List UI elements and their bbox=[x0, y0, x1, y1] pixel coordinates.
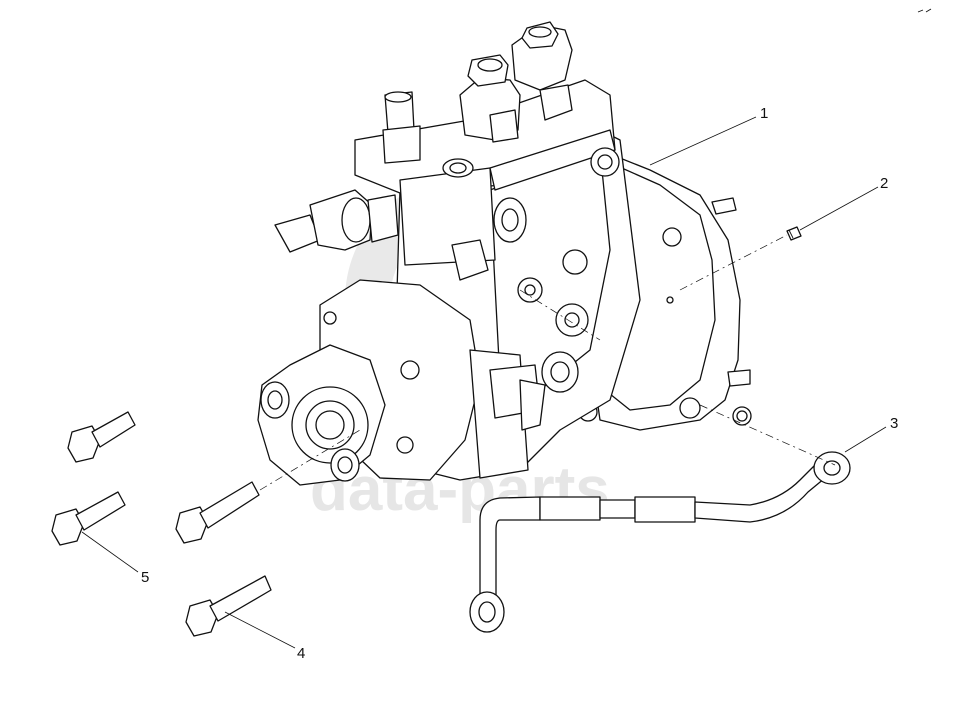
leader-4 bbox=[224, 611, 296, 649]
callout-5: 5 bbox=[141, 569, 150, 586]
callout-4: 4 bbox=[297, 645, 306, 662]
bolt-middle bbox=[175, 481, 260, 544]
assembly-line-pipe bbox=[699, 404, 836, 466]
leader-3 bbox=[844, 426, 887, 453]
bolt-part-5 bbox=[51, 491, 126, 546]
bolt-part-4 bbox=[185, 575, 272, 637]
bolt-upper-left bbox=[67, 411, 136, 463]
fuel-pipe-part-3 bbox=[469, 406, 851, 633]
callout-2: 2 bbox=[880, 175, 889, 192]
solenoid-valve bbox=[274, 189, 399, 253]
callout-3: 3 bbox=[890, 415, 899, 432]
corner-mark bbox=[917, 8, 932, 13]
assembly-line-center bbox=[519, 289, 601, 341]
leader-1 bbox=[649, 116, 757, 166]
assembly-line-plug bbox=[679, 234, 788, 291]
drive-hub bbox=[257, 344, 386, 486]
assembly-line-bolt bbox=[259, 429, 361, 491]
injection-pump bbox=[257, 21, 751, 486]
top-fittings bbox=[382, 21, 573, 178]
leader-2 bbox=[799, 186, 879, 231]
plug-part-2 bbox=[786, 226, 802, 241]
callout-1: 1 bbox=[760, 105, 769, 122]
leader-5 bbox=[81, 531, 139, 573]
